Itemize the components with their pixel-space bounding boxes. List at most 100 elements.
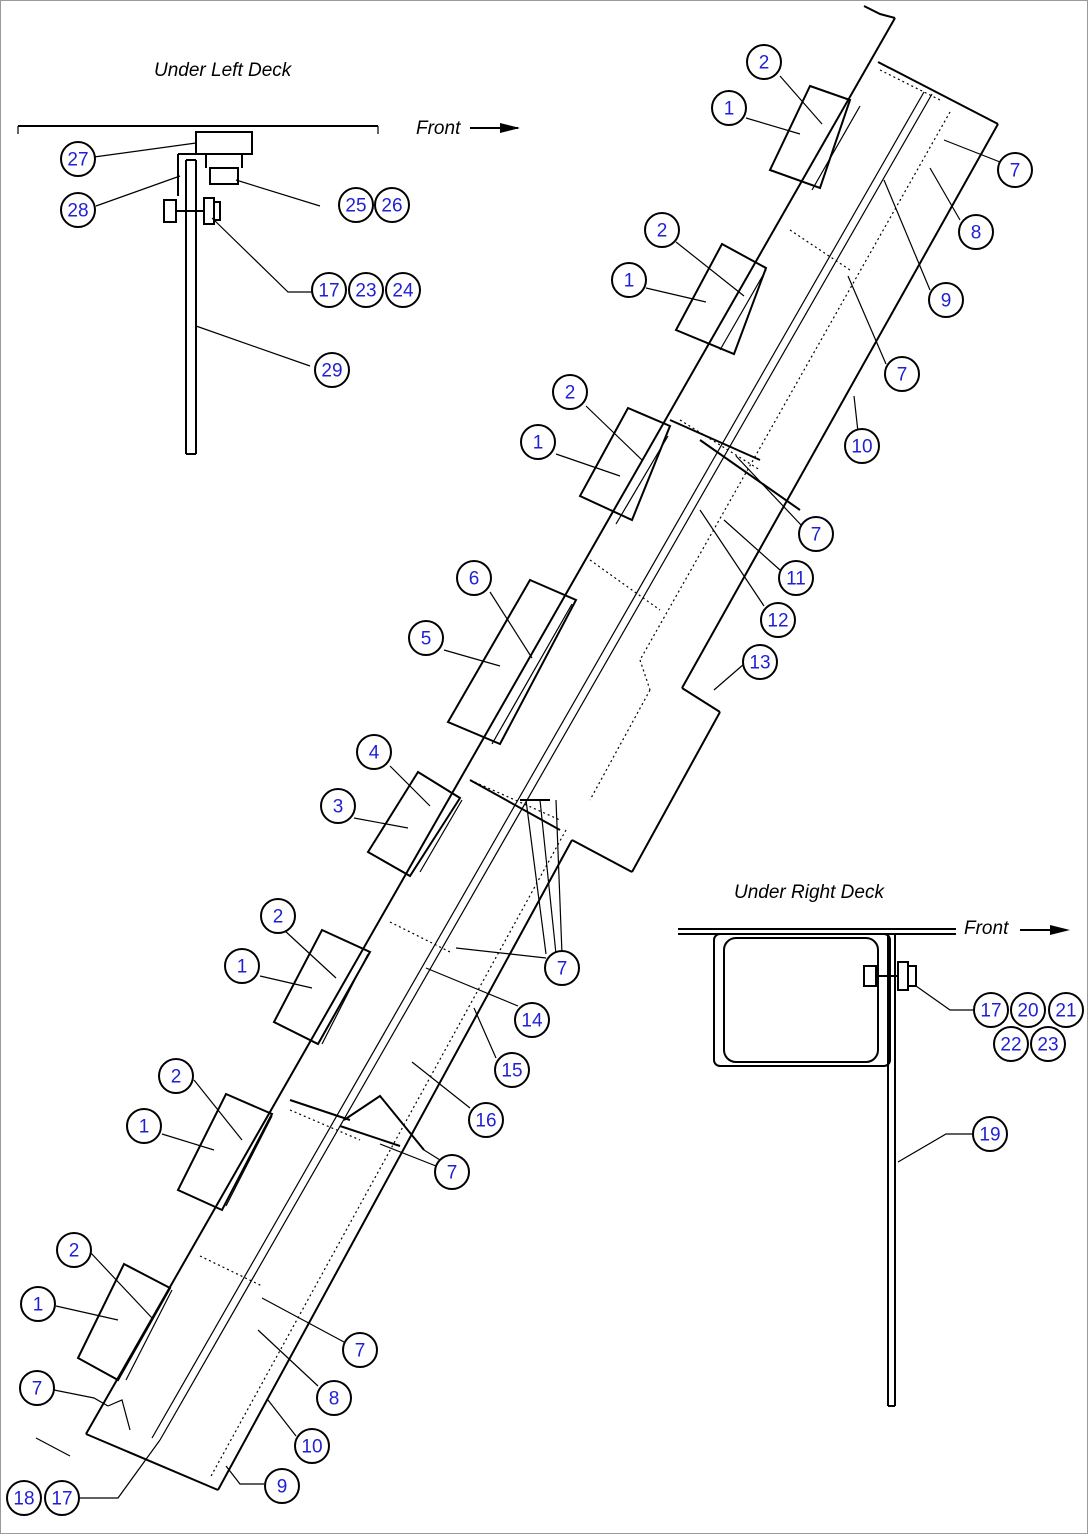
callout-number: 7 [557,959,568,980]
callout-bubble: 1 [224,948,260,984]
right-frame-inner [723,937,879,1063]
callout-number: 28 [67,201,88,222]
callout-number: 9 [941,291,952,312]
right-front-arrow-icon [1020,925,1070,935]
leader-lines [53,75,1001,1499]
callout-number: 7 [32,1379,43,1400]
callout-bubble: 12 [760,602,796,638]
callout-number: 2 [565,383,576,404]
callout-bubble: 27 [60,141,96,177]
callout-bubble: 8 [316,1380,352,1416]
callout-number: 19 [979,1125,1000,1146]
left-bracket [195,131,253,155]
left-front-arrow-icon [470,123,520,133]
seal-flap [674,242,768,356]
callout-number: 5 [421,629,432,650]
callout-bubble: 18 [6,1480,42,1516]
callout-bubble: 1 [20,1286,56,1322]
callout-number: 2 [69,1241,80,1262]
callout-bubble: 9 [264,1468,300,1504]
callout-bubbles: 2178921710217111265134372114151621721787… [6,44,1084,1516]
callout-bubble: 17 [311,272,347,308]
callout-bubble: 28 [60,192,96,228]
callout-bubble: 23 [348,272,384,308]
callout-number: 16 [475,1111,496,1132]
callout-number: 8 [329,1389,340,1410]
callout-bubble: 2 [746,44,782,80]
upper-edge [85,17,896,1435]
callout-number: 1 [533,433,544,454]
callout-bubble: 13 [742,644,778,680]
callout-number: 4 [369,743,380,764]
seal-flap [578,406,672,522]
callout-bubble: 3 [320,788,356,824]
left-deck-title: Under Left Deck [154,60,293,81]
callout-number: 24 [392,281,414,302]
callout-bubble: 7 [19,1370,55,1406]
callout-number: 23 [355,281,376,302]
callout-bubble: 7 [544,950,580,986]
callout-bubble: 24 [385,272,421,308]
callout-number: 10 [301,1437,322,1458]
callout-number: 2 [273,907,284,928]
callout-number: 7 [355,1341,366,1362]
seal-flap [176,1092,274,1212]
callout-bubble: 19 [972,1116,1008,1152]
left-deck-detail: Under Left Deck Front [17,60,520,455]
left-bolt-head [163,199,177,223]
callout-bubble: 9 [928,282,964,318]
callout-number: 26 [381,196,402,217]
callout-number: 2 [759,53,770,74]
callout-bubble: 7 [798,516,834,552]
callout-number: 1 [139,1117,150,1138]
callout-number: 29 [321,361,342,382]
right-frame-outer [713,933,891,1067]
callout-bubble: 25 [338,187,374,223]
seal-flap [76,1262,172,1382]
seal-flap [446,578,578,746]
callout-bubble: 2 [56,1232,92,1268]
callout-number: 11 [786,569,806,590]
callout-bubble: 2 [260,898,296,934]
callout-bubble: 21 [1048,992,1084,1028]
callout-bubble: 23 [1030,1026,1066,1062]
callout-bubble: 5 [408,620,444,656]
callout-bubble: 17 [44,1480,80,1516]
callout-bubble: 16 [468,1102,504,1138]
seal-flap [768,84,852,190]
callout-number: 13 [749,653,770,674]
callout-number: 2 [657,221,668,242]
callout-number: 17 [980,1001,1001,1022]
callout-number: 23 [1037,1035,1058,1056]
left-front-label: Front [416,118,461,139]
seal-flap [366,770,462,878]
callout-number: 22 [1000,1035,1021,1056]
left-nut [209,167,239,185]
callout-bubble: 26 [374,187,410,223]
callout-number: 17 [318,281,339,302]
callout-number: 14 [521,1011,543,1032]
callout-bubble: 1 [711,90,747,126]
callout-number: 8 [971,223,982,244]
callout-number: 2 [171,1067,182,1088]
callout-bubble: 6 [456,560,492,596]
callout-bubble: 7 [997,152,1033,188]
callout-bubble: 2 [644,212,680,248]
callout-bubble: 22 [993,1026,1029,1062]
callout-bubble: 17 [973,992,1009,1028]
right-bolt-head [863,965,877,987]
callout-bubble: 4 [356,734,392,770]
callout-number: 1 [33,1295,44,1316]
callout-number: 7 [811,525,822,546]
callout-number: 7 [1010,161,1021,182]
right-deck-title: Under Right Deck [734,882,885,903]
right-front-label: Front [964,918,1009,939]
callout-number: 15 [501,1061,522,1082]
callout-bubble: 20 [1010,992,1046,1028]
callout-number: 20 [1017,1001,1038,1022]
callout-number: 1 [237,957,248,978]
callout-number: 17 [51,1489,72,1510]
callout-bubble: 2 [158,1058,194,1094]
callout-bubble: 10 [294,1428,330,1464]
